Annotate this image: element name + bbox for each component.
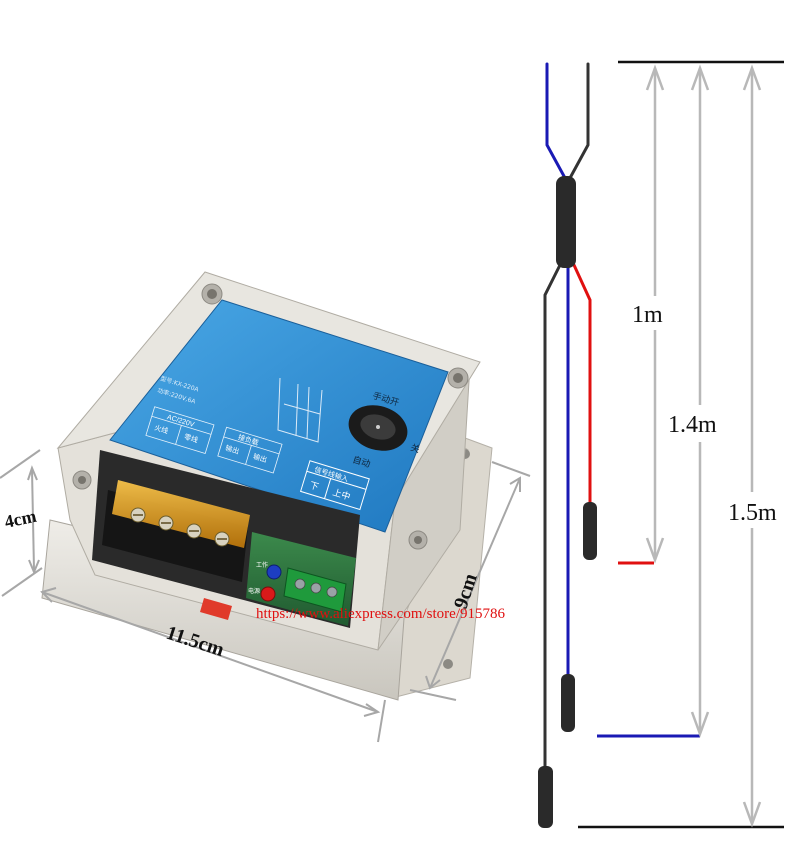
red-probe <box>583 502 597 560</box>
red-cable-length-label: 1m <box>632 302 663 328</box>
length-arrows <box>645 64 762 828</box>
screw <box>207 289 217 299</box>
blue-probe <box>561 674 575 732</box>
power-led-label: 电源 <box>248 587 260 595</box>
cable-junction <box>556 176 576 268</box>
black-wire <box>543 263 562 780</box>
screw <box>453 373 463 383</box>
output-1-label: 输出 <box>224 443 240 456</box>
dimension-lines <box>0 449 531 743</box>
screw <box>78 476 86 484</box>
work-led-label: 工作 <box>256 561 268 569</box>
power-led <box>260 586 276 602</box>
blue-cable-length-label: 1.4m <box>668 412 717 438</box>
screw <box>414 536 422 544</box>
probe-cables <box>543 62 592 780</box>
rail-clip <box>200 598 232 620</box>
controller-box: 型号:KX-220A 功率:220V,6A 手动开 关 自动 AC/220V 火… <box>41 271 493 701</box>
mounting-hole <box>443 659 453 669</box>
black-cable-length-label: 1.5m <box>728 500 777 526</box>
blue-wire-top <box>545 62 567 180</box>
rocker-switch[interactable] <box>343 398 413 458</box>
work-led <box>266 564 282 580</box>
store-watermark: https://www.aliexpress.com/store/915786 <box>256 606 505 622</box>
power-terminal-block <box>102 480 250 582</box>
switch-off-label: 关 <box>409 441 421 455</box>
red-wire <box>572 263 592 510</box>
circuit-board: 工作 电源 <box>246 532 356 626</box>
level-diagram <box>277 377 323 443</box>
output-2-label: 输出 <box>252 452 268 465</box>
black-probe <box>538 766 553 828</box>
ac-neutral-label: 零线 <box>183 432 199 445</box>
black-wire-top <box>568 62 590 180</box>
signal-low-label: 下 <box>308 481 320 493</box>
ac-live-label: 火线 <box>153 423 169 436</box>
